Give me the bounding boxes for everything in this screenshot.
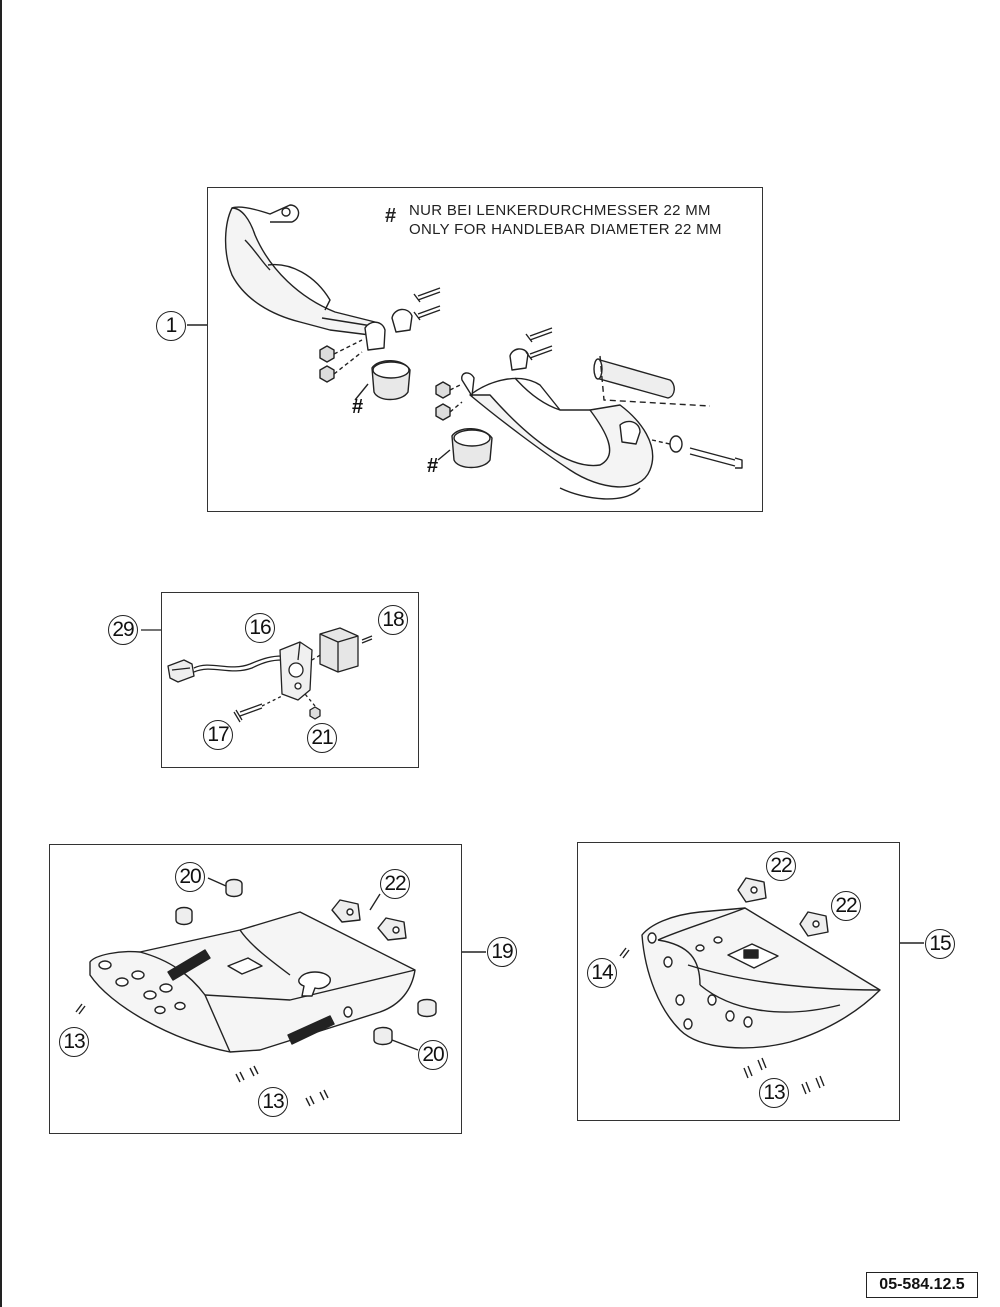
skid-bolt-3 (305, 1095, 315, 1107)
left-clamp (364, 321, 386, 351)
callout-sensor-bracket: 16 (245, 613, 275, 643)
skid-bolt-left (75, 1003, 86, 1015)
washer (669, 435, 683, 453)
left-nut-1 (319, 345, 335, 363)
skid-bolt-1 (235, 1071, 245, 1083)
long-bolt (689, 447, 743, 469)
skid-bolt-2 (249, 1065, 259, 1077)
plate-logo-side (167, 949, 211, 981)
skid-bolt-4 (319, 1089, 329, 1101)
right-handguard-shell (469, 394, 654, 488)
plate-mount (227, 957, 263, 975)
left-bolt-1 (413, 287, 441, 303)
right-bolt-1 (525, 327, 553, 343)
callout-sensor-block: 18 (378, 605, 408, 635)
page-left-edge (0, 0, 2, 1307)
callout-guard-spacer-top: 22 (766, 851, 796, 881)
hash-marker-left: # (352, 396, 364, 418)
bar-end-plug (619, 420, 641, 445)
right-bolt-2 (525, 345, 553, 361)
right-clamp (509, 348, 529, 371)
plate-logo-front (287, 1015, 335, 1045)
callout-engine-guard: 15 (925, 929, 955, 959)
callout-bolt-bottom: 13 (258, 1087, 288, 1117)
callout-sensor-screw: 17 (203, 720, 233, 750)
right-nut-1 (435, 381, 451, 399)
spacer-22-a (331, 899, 361, 923)
note-line-german: NUR BEI LENKERDURCHMESSER 22 MM (409, 202, 711, 219)
sensor-nut (309, 706, 321, 720)
note-line-english: ONLY FOR HANDLEBAR DIAMETER 22 MM (409, 221, 722, 238)
note-marker: # (385, 205, 397, 227)
callout-sensor-nut: 21 (307, 723, 337, 753)
left-bolt-2 (413, 305, 441, 321)
hash-marker-right: # (427, 455, 439, 477)
callout-guard-bolts: 13 (759, 1078, 789, 1108)
handlebar-end (595, 359, 675, 399)
rubber-bumper-bottom-1 (417, 998, 437, 1018)
guard-bolt-2 (757, 1057, 767, 1071)
guard-screw (619, 947, 630, 959)
left-nut-2 (319, 365, 335, 383)
callout-bumper-bottom: 20 (418, 1040, 448, 1070)
document-number: 05-584.12.5 (866, 1272, 978, 1298)
callout-skid-plate: 19 (487, 937, 517, 967)
rubber-bumper-top-2 (175, 906, 193, 926)
connector-plug (167, 659, 195, 683)
guard-bolt-4 (815, 1075, 825, 1089)
rubber-bumper-top-1 (225, 878, 243, 898)
callout-guard-screw: 14 (587, 958, 617, 988)
right-nut-2 (435, 403, 451, 421)
guard-bolt-1 (743, 1065, 753, 1079)
callout-plate-spacer: 22 (380, 869, 410, 899)
engine-guard (641, 907, 881, 1049)
plate-keyhole (298, 971, 331, 997)
sensor-cable (193, 655, 283, 669)
callout-bumper-top: 20 (175, 862, 205, 892)
guard-bolt-3 (801, 1081, 811, 1095)
callout-sensor-assembly: 29 (108, 615, 138, 645)
sensor-screw (233, 703, 263, 723)
callout-handguard-kit: 1 (156, 311, 186, 341)
callout-guard-spacer-right: 22 (831, 891, 861, 921)
spacer-22-b (377, 917, 407, 941)
callout-bolt-left: 13 (59, 1027, 89, 1057)
skid-plate (89, 911, 416, 1053)
